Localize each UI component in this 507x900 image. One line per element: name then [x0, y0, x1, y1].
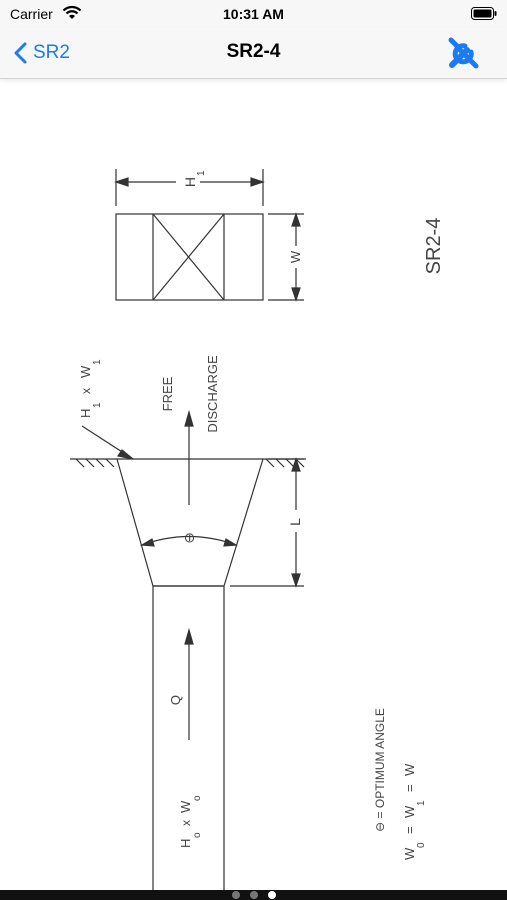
inlet-h-subscript: 1 [92, 402, 103, 408]
outlet-x-label: x [179, 820, 193, 826]
back-button-label: SR2 [33, 42, 70, 63]
page-title: SR2-4 [226, 41, 281, 62]
inlet-w-label: W [78, 365, 93, 378]
q-label: Q [168, 695, 183, 705]
back-button[interactable]: SR2 [14, 40, 70, 66]
outlet-h-label: H [178, 839, 193, 848]
note2-w0: W [402, 847, 417, 860]
navigation-bar: SR2 SR2-4 [0, 28, 507, 79]
h1-label: H [182, 177, 198, 187]
page-indicator [0, 890, 507, 900]
inlet-x-label: x [79, 388, 93, 394]
drawing-id-label: SR2-4 [423, 218, 445, 275]
note2-equals-2: = [402, 784, 417, 792]
outlet-w-subscript: o [192, 795, 203, 801]
note-optimum-angle: ⊖ = OPTIMUM ANGLE [373, 708, 387, 832]
outlet-box [115, 213, 264, 301]
h1-subscript: 1 [196, 170, 207, 176]
page-dot-3[interactable] [267, 891, 276, 899]
note2-w0-subscript: 0 [416, 842, 427, 848]
battery-icon [471, 7, 497, 20]
clock: 10:31 AM [223, 6, 284, 22]
discharge-label: DISCHARGE [205, 355, 220, 433]
note2-w1: W [402, 805, 417, 818]
theta-label: ⊖ [181, 532, 197, 544]
inlet-w-subscript: 1 [92, 359, 103, 365]
outlet-w-label: W [178, 800, 193, 813]
duct-fitting-drawing: H 1 W SR2-4 H 1 x W 1 FREE DISCHARGE ⊖ L… [70, 169, 445, 890]
free-label: FREE [160, 376, 175, 411]
diffuser-section [116, 458, 264, 587]
wifi-icon [62, 5, 82, 19]
chevron-left-icon [14, 42, 27, 64]
note2-equals-1: = [402, 826, 417, 834]
inlet-h-label: H [78, 409, 93, 418]
note2-w1-subscript: 1 [416, 800, 427, 806]
status-bar: Carrier 10:31 AM [0, 0, 507, 28]
page-dot-2[interactable] [249, 891, 258, 899]
outlet-h-subscript: o [192, 832, 203, 838]
page-dot-1[interactable] [231, 891, 240, 899]
l-label: L [287, 518, 303, 526]
note2-w: W [402, 763, 417, 776]
carrier-label: Carrier [10, 6, 53, 22]
w-label: W [288, 250, 303, 263]
tools-icon[interactable] [443, 32, 485, 74]
